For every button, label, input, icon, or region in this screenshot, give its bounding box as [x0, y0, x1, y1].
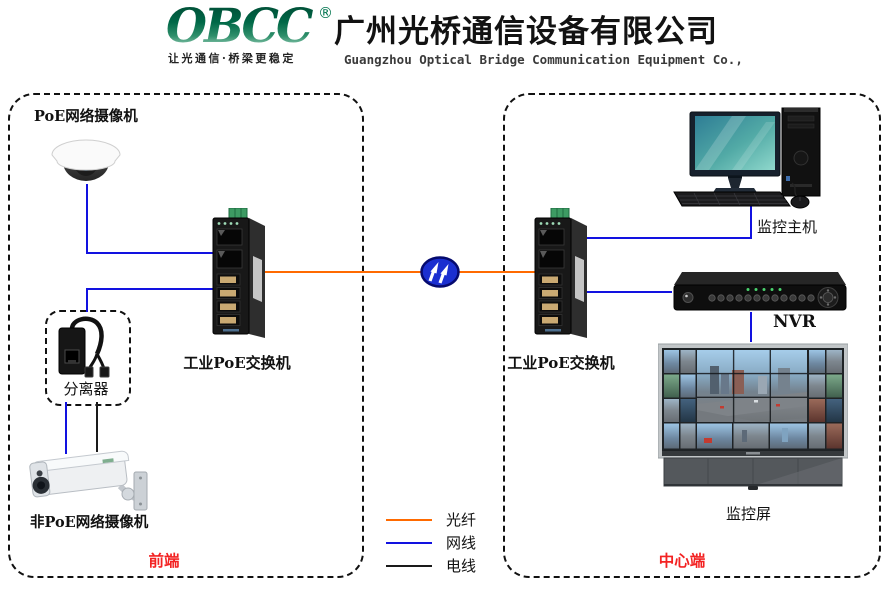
label-center-switch: 工业PoE交换机 — [507, 354, 615, 372]
label-monitor-host: 监控主机 — [757, 218, 818, 236]
company-logo: OBCC — [166, 2, 326, 52]
legend-fiber-label: 光纤 — [446, 511, 477, 529]
center-zone-box — [503, 93, 881, 578]
fiber-link-arrows-icon — [419, 255, 461, 289]
label-front-zone: 前端 — [148, 551, 180, 570]
legend-row-fiber: 光纤 — [386, 508, 476, 531]
power-line-splitter-to-camera — [96, 402, 98, 452]
non-poe-bullet-camera-icon — [24, 444, 154, 512]
net-line-switch-to-nvr — [586, 291, 672, 293]
registered-trademark-icon: ® — [318, 4, 333, 22]
label-front-switch: 工业PoE交换机 — [183, 354, 291, 372]
label-poe-camera: PoE网络摄像机 — [34, 108, 138, 125]
legend-row-power: 电线 — [386, 554, 476, 577]
net-line-dome-to-switch — [86, 252, 213, 254]
nvr-device-icon — [670, 272, 848, 314]
poe-dome-camera-icon — [50, 134, 122, 186]
poe-splitter-icon — [57, 316, 117, 380]
label-monitor-wall: 监控屏 — [726, 505, 772, 523]
net-line-switch-to-host — [586, 237, 752, 239]
legend-ethernet-line — [386, 541, 432, 544]
net-line-splitter-up — [86, 288, 88, 312]
legend-power-line — [386, 564, 432, 567]
legend-fiber-line — [386, 518, 432, 521]
net-line-splitter-to-switch — [86, 288, 213, 290]
net-line-nvr-to-wall — [750, 312, 752, 342]
monitor-wall-icon — [658, 340, 848, 492]
monitor-host-pc-icon — [672, 106, 824, 210]
company-name-chinese: 广州光桥通信设备有限公司 — [334, 14, 718, 50]
legend-power-label: 电线 — [446, 557, 477, 575]
net-line-dome-down — [86, 184, 88, 254]
industrial-poe-switch-center-icon — [531, 208, 591, 340]
net-line-splitter-to-camera — [65, 402, 67, 454]
front-zone-box — [8, 93, 364, 578]
label-center-zone: 中心端 — [658, 551, 706, 570]
logo-tagline: 让光通信·桥梁更稳定 — [168, 52, 296, 65]
legend-ethernet-label: 网线 — [446, 534, 477, 552]
label-non-poe-camera: 非PoE网络摄像机 — [30, 514, 149, 531]
company-name-english: Guangzhou Optical Bridge Communication E… — [344, 52, 743, 67]
label-nvr: NVR — [773, 312, 816, 332]
legend-row-ethernet: 网线 — [386, 531, 476, 554]
splitter-dashed-box — [45, 310, 131, 406]
net-line-host-down — [750, 199, 752, 239]
fiber-line-switch-to-switch — [264, 271, 536, 273]
label-splitter: 分离器 — [63, 380, 109, 398]
legend: 光纤 网线 电线 — [386, 508, 476, 577]
industrial-poe-switch-front-icon — [209, 208, 269, 340]
